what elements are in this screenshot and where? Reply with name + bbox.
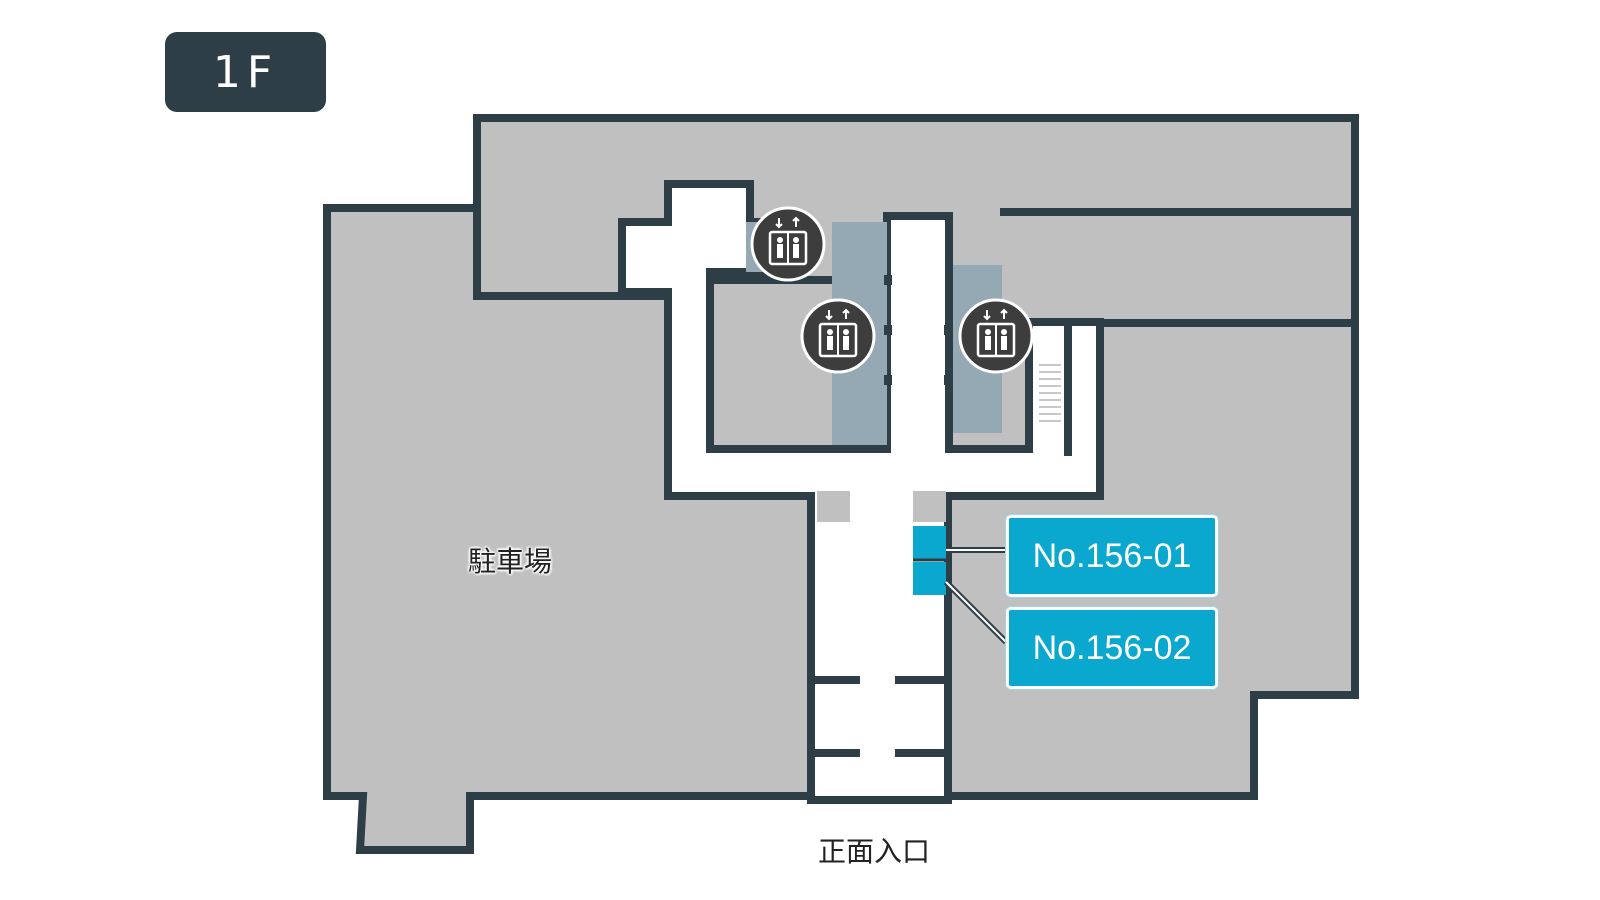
corridor-pad: [817, 491, 850, 522]
entrance-doors: [811, 676, 948, 757]
entrance-label: 正面入口: [818, 835, 931, 868]
corridor-stub: [884, 375, 892, 385]
stairs-icon: [1039, 364, 1061, 422]
unit-156-01-area[interactable]: [913, 526, 946, 559]
elevator-icon: [800, 298, 876, 374]
corridor-stub: [944, 325, 952, 335]
unit-label-156-02[interactable]: No.156-02: [1006, 607, 1218, 689]
corridor-stub: [944, 375, 952, 385]
corridor-stub: [884, 325, 892, 335]
elevator-icon: [750, 206, 826, 282]
corridor-pad: [913, 491, 946, 522]
parking-label: 駐車場: [468, 545, 553, 578]
unit-156-02-area[interactable]: [913, 562, 946, 595]
floor-badge: 1F: [165, 32, 326, 112]
unit-label-156-01[interactable]: No.156-01: [1006, 515, 1218, 597]
stair-rail: [1064, 318, 1072, 456]
upper-right-block: [1000, 208, 1359, 327]
unit-156-02-connector: [943, 579, 1009, 645]
corridor-stub: [884, 275, 892, 285]
elevator-icon: [958, 298, 1034, 374]
